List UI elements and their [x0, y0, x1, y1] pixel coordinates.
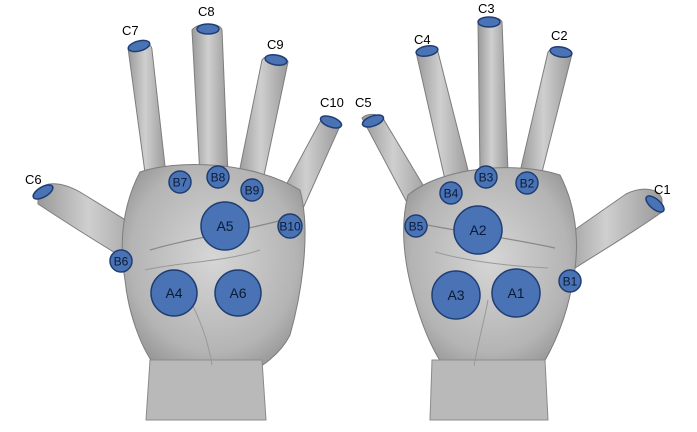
sensor-b4-label: B4	[444, 186, 459, 200]
sensor-c6-label: C6	[25, 172, 42, 187]
sensor-b1-marker	[558, 269, 582, 293]
sensor-a6-label: A6	[229, 285, 246, 301]
sensor-b6-marker	[109, 249, 133, 273]
left-palm	[121, 164, 306, 373]
sensor-a4-marker	[150, 269, 198, 317]
sensor-b5-marker	[404, 214, 428, 238]
sensor-b4-marker	[439, 181, 463, 205]
sensor-a2-marker	[453, 205, 503, 255]
sensor-b8-marker	[206, 165, 230, 189]
right-wrist	[429, 359, 549, 421]
sensor-c1-label: C1	[654, 182, 671, 197]
sensor-b10-marker	[277, 213, 303, 239]
sensor-a2-label: A2	[469, 222, 486, 238]
sensor-b7-marker	[168, 170, 192, 194]
left-finger-middle	[237, 54, 289, 186]
right-palm	[403, 167, 577, 373]
sensor-c8-marker	[196, 23, 220, 35]
right-hand	[361, 17, 663, 421]
sensor-b9-marker	[240, 178, 264, 202]
sensor-c5-marker	[361, 114, 385, 128]
sensor-b2-marker	[515, 171, 539, 195]
sensor-c5-label: C5	[355, 95, 372, 110]
sensor-c7-marker	[127, 39, 151, 53]
sensor-c10-label: C10	[320, 95, 344, 110]
sensor-a6-marker	[214, 269, 262, 317]
sensor-a4-label: A4	[165, 285, 182, 301]
sensor-a5-marker	[200, 201, 250, 251]
sensor-c1-marker	[645, 195, 665, 213]
sensor-a5-label: A5	[216, 218, 233, 234]
sensor-a3-label: A3	[447, 287, 464, 303]
sensor-c8-label: C8	[198, 4, 215, 19]
sensor-b5-label: B5	[409, 219, 424, 233]
sensor-b3-marker	[474, 165, 498, 189]
left-finger-pinky	[127, 42, 167, 181]
sensor-b3-label: B3	[479, 170, 494, 184]
sensor-a1-label: A1	[507, 285, 524, 301]
sensor-b6-label: B6	[114, 254, 129, 268]
sensor-a1-marker	[491, 268, 541, 318]
left-finger-ring	[191, 23, 229, 177]
sensor-c6-marker	[32, 184, 54, 200]
sensor-c9-label: C9	[267, 37, 284, 52]
sensor-c4-marker	[415, 44, 439, 58]
left-wrist	[145, 359, 267, 421]
sensor-b2-label: B2	[520, 176, 535, 190]
sensor-c10-marker	[319, 115, 343, 129]
sensor-c7-label: C7	[122, 23, 139, 38]
sensor-b10-label: B10	[279, 219, 301, 233]
right-finger-pinky	[519, 46, 573, 181]
sensor-b8-label: B8	[211, 170, 226, 184]
right-finger-ring	[477, 17, 509, 175]
right-finger-middle	[415, 46, 471, 185]
sensor-c4-label: C4	[414, 32, 431, 47]
sensor-c2-label: C2	[551, 28, 568, 43]
left-hand	[37, 23, 341, 421]
sensor-c3-marker	[477, 16, 501, 28]
sensor-b9-label: B9	[245, 183, 260, 197]
sensor-c9-marker	[264, 53, 288, 67]
sensor-a3-marker	[431, 270, 481, 320]
sensor-c3-label: C3	[478, 1, 495, 16]
sensor-b7-label: B7	[173, 175, 188, 189]
sensor-c2-marker	[549, 45, 573, 59]
sensor-b1-label: B1	[563, 274, 578, 288]
